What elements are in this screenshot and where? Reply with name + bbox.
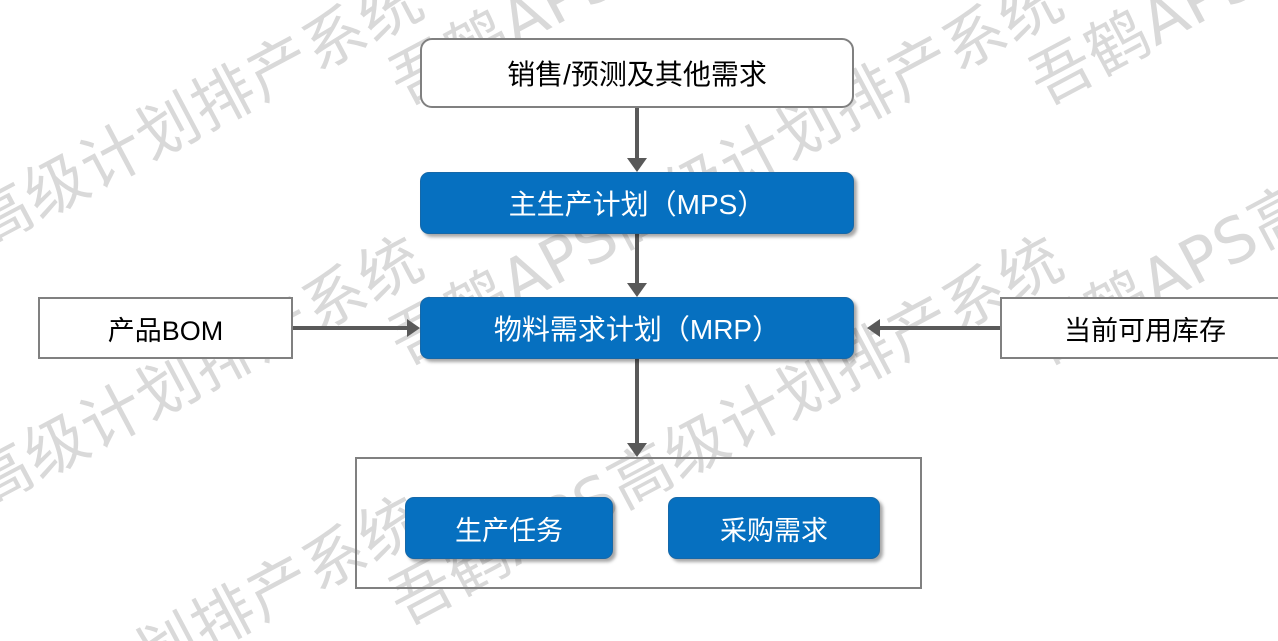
connector-demand-to-mps [635,108,639,160]
arrowhead-right-icon [407,319,420,337]
node-product-bom[interactable]: 产品BOM [38,297,293,359]
connector-bom-to-mrp [293,326,407,330]
arrowhead-down-icon [627,443,647,457]
node-label: 生产任务 [455,515,563,546]
node-label: 主生产计划（MPS） [508,189,766,220]
node-label: 采购需求 [720,515,828,546]
node-purchase-requirement[interactable]: 采购需求 [668,497,880,559]
connector-mrp-to-outputs [635,359,639,443]
node-label: 当前可用库存 [1064,315,1226,346]
arrowhead-left-icon [867,319,880,337]
output-group-container [355,457,922,589]
arrowhead-down-icon [627,158,647,172]
watermark-text: 吾鹤APS高级计划排产系统 [1017,0,1278,119]
node-label: 销售/预测及其他需求 [507,59,767,90]
node-label: 产品BOM [107,315,224,346]
watermark-text: 吾鹤APS高级计划排产系统 [0,0,436,119]
node-material-requirements-planning[interactable]: 物料需求计划（MRP） [420,297,854,359]
node-available-inventory[interactable]: 当前可用库存 [1000,297,1278,359]
node-production-task[interactable]: 生产任务 [405,497,613,559]
arrowhead-down-icon [627,283,647,297]
connector-inventory-to-mrp [880,326,1000,330]
node-master-production-schedule[interactable]: 主生产计划（MPS） [420,172,854,234]
node-label: 物料需求计划（MRP） [493,314,781,345]
node-sales-forecast-demand[interactable]: 销售/预测及其他需求 [420,38,854,108]
connector-mps-to-mrp [635,234,639,283]
